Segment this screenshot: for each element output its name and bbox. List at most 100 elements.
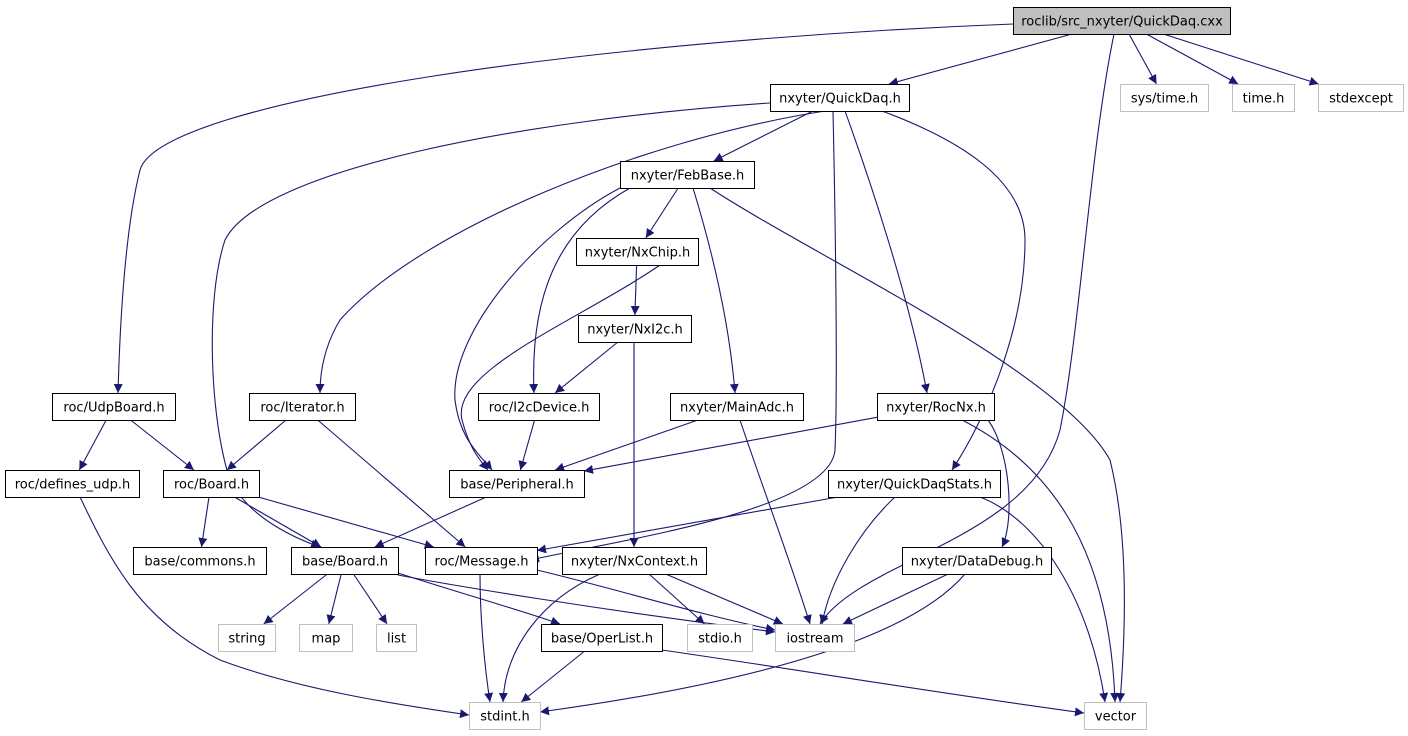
node-box <box>670 393 804 421</box>
node-commons[interactable]: base/commons.h <box>133 547 267 575</box>
edge-quickdaq_h-to-base_board <box>211 102 771 549</box>
edge-base_board-to-iostream <box>397 574 776 636</box>
node-box <box>376 624 417 652</box>
node-label: nxyter/FebBase.h <box>631 169 745 184</box>
node-message[interactable]: roc/Message.h <box>425 547 538 575</box>
node-label: roc/Board.h <box>174 478 249 493</box>
node-defines-udp[interactable]: roc/defines_udp.h <box>5 470 140 498</box>
node-box <box>687 624 753 652</box>
node-label: roc/Iterator.h <box>260 401 344 416</box>
edge-root-to-iostream <box>819 33 1115 625</box>
edge-rocnx-to-datadebug <box>987 419 1010 548</box>
edge-udpboard-to-roc_board <box>130 419 195 471</box>
node-box <box>578 315 692 343</box>
edge-quickdaqstats-to-message <box>536 496 839 554</box>
node-list: list <box>376 624 417 652</box>
node-box <box>541 624 663 652</box>
node-box <box>291 547 399 575</box>
edge-udpboard-to-defines_udp <box>78 419 107 471</box>
node-nxchip[interactable]: nxyter/NxChip.h <box>576 238 699 266</box>
edge-peripheral-to-base_board <box>374 496 487 548</box>
edge-iterator-to-roc_board <box>226 419 287 471</box>
edge-nxi2c-to-i2cdevice <box>554 341 619 394</box>
node-string: string <box>218 624 276 652</box>
edge-root-to-sys_time <box>1128 33 1157 85</box>
node-box <box>775 624 855 652</box>
node-box <box>469 702 541 730</box>
node-box <box>52 393 176 421</box>
node-label: roc/I2cDevice.h <box>489 401 590 416</box>
edge-nxcontext-to-stdio <box>648 573 705 625</box>
edge-rocnx-to-vector <box>961 419 1120 703</box>
edge-base_board-to-list <box>353 573 388 625</box>
node-label: base/OperList.h <box>551 632 653 647</box>
edge-febbase-to-peripheral <box>454 187 621 471</box>
node-box <box>1013 7 1231 35</box>
node-box <box>1232 84 1295 112</box>
edge-quickdaq_h-to-febbase <box>713 110 814 162</box>
node-peripheral[interactable]: base/Peripheral.h <box>449 470 585 498</box>
edge-febbase-to-mainadc <box>692 187 739 394</box>
node-label: base/Board.h <box>302 555 388 570</box>
node-box <box>478 393 600 421</box>
edge-quickdaqstats-to-vector <box>979 496 1109 703</box>
node-base-board[interactable]: base/Board.h <box>291 547 399 575</box>
node-time-h: time.h <box>1232 84 1295 112</box>
edge-message-to-stdint <box>479 573 494 703</box>
edge-base_board-to-map <box>326 573 342 625</box>
node-root: roclib/src_nxyter/QuickDaq.cxx <box>1013 7 1231 35</box>
node-i2cdevice[interactable]: roc/I2cDevice.h <box>478 393 600 421</box>
node-box <box>1084 702 1147 730</box>
node-label: nxyter/QuickDaq.h <box>779 92 901 107</box>
edge-mainadc-to-iostream <box>739 419 812 625</box>
node-box <box>620 161 755 189</box>
node-nxi2c[interactable]: nxyter/NxI2c.h <box>578 315 692 343</box>
edge-roc_board-to-base_board <box>234 496 322 548</box>
edge-roc_board-to-commons <box>198 496 210 548</box>
node-box <box>1120 84 1209 112</box>
edge-mainadc-to-peripheral <box>554 419 699 472</box>
node-datadebug[interactable]: nxyter/DataDebug.h <box>902 547 1052 575</box>
node-label: string <box>228 632 265 647</box>
node-label: time.h <box>1243 92 1285 107</box>
node-stdexcept: stdexcept <box>1318 84 1404 112</box>
node-box <box>133 547 267 575</box>
node-rocnx[interactable]: nxyter/RocNx.h <box>877 393 995 421</box>
edge-nxchip-to-nxi2c <box>630 264 640 316</box>
edge-quickdaq_h-to-rocnx <box>844 110 930 394</box>
edge-nxcontext-to-stdint <box>498 573 601 703</box>
node-box <box>249 393 356 421</box>
node-label: vector <box>1095 710 1137 725</box>
node-label: nxyter/NxChip.h <box>585 246 690 261</box>
node-iostream: iostream <box>775 624 855 652</box>
node-roc-board[interactable]: roc/Board.h <box>163 470 260 498</box>
node-label: base/commons.h <box>144 555 255 570</box>
edge-datadebug-to-stdint <box>539 573 966 716</box>
node-label: list <box>387 632 406 647</box>
node-box <box>1318 84 1404 112</box>
node-quickdaq-h[interactable]: nxyter/QuickDaq.h <box>770 84 910 112</box>
edge-iterator-to-message <box>317 419 466 548</box>
edge-rocnx-to-peripheral <box>583 416 878 474</box>
edge-quickdaq_h-to-iterator <box>315 110 826 394</box>
edge-base_board-to-operlist <box>397 572 561 626</box>
node-mainadc[interactable]: nxyter/MainAdc.h <box>670 393 804 421</box>
edge-operlist-to-stdint <box>520 650 586 703</box>
node-label: stdio.h <box>698 632 742 647</box>
node-box <box>828 470 1001 498</box>
node-iterator[interactable]: roc/Iterator.h <box>249 393 356 421</box>
node-vector: vector <box>1084 702 1147 730</box>
node-operlist[interactable]: base/OperList.h <box>541 624 663 652</box>
node-label: roc/UdpBoard.h <box>63 401 164 416</box>
node-stdio: stdio.h <box>687 624 753 652</box>
node-label: nxyter/DataDebug.h <box>911 555 1044 570</box>
node-udpboard[interactable]: roc/UdpBoard.h <box>52 393 176 421</box>
node-label: nxyter/RocNx.h <box>886 401 986 416</box>
edge-roc_board-to-message <box>258 496 434 549</box>
edge-quickdaqstats-to-iostream <box>819 496 896 625</box>
nodes-layer: roclib/src_nxyter/QuickDaq.cxx nxyter/Qui… <box>5 7 1404 730</box>
node-quickdaqstats[interactable]: nxyter/QuickDaqStats.h <box>828 470 1001 498</box>
node-nxcontext[interactable]: nxyter/NxContext.h <box>562 547 707 575</box>
node-febbase[interactable]: nxyter/FebBase.h <box>620 161 755 189</box>
